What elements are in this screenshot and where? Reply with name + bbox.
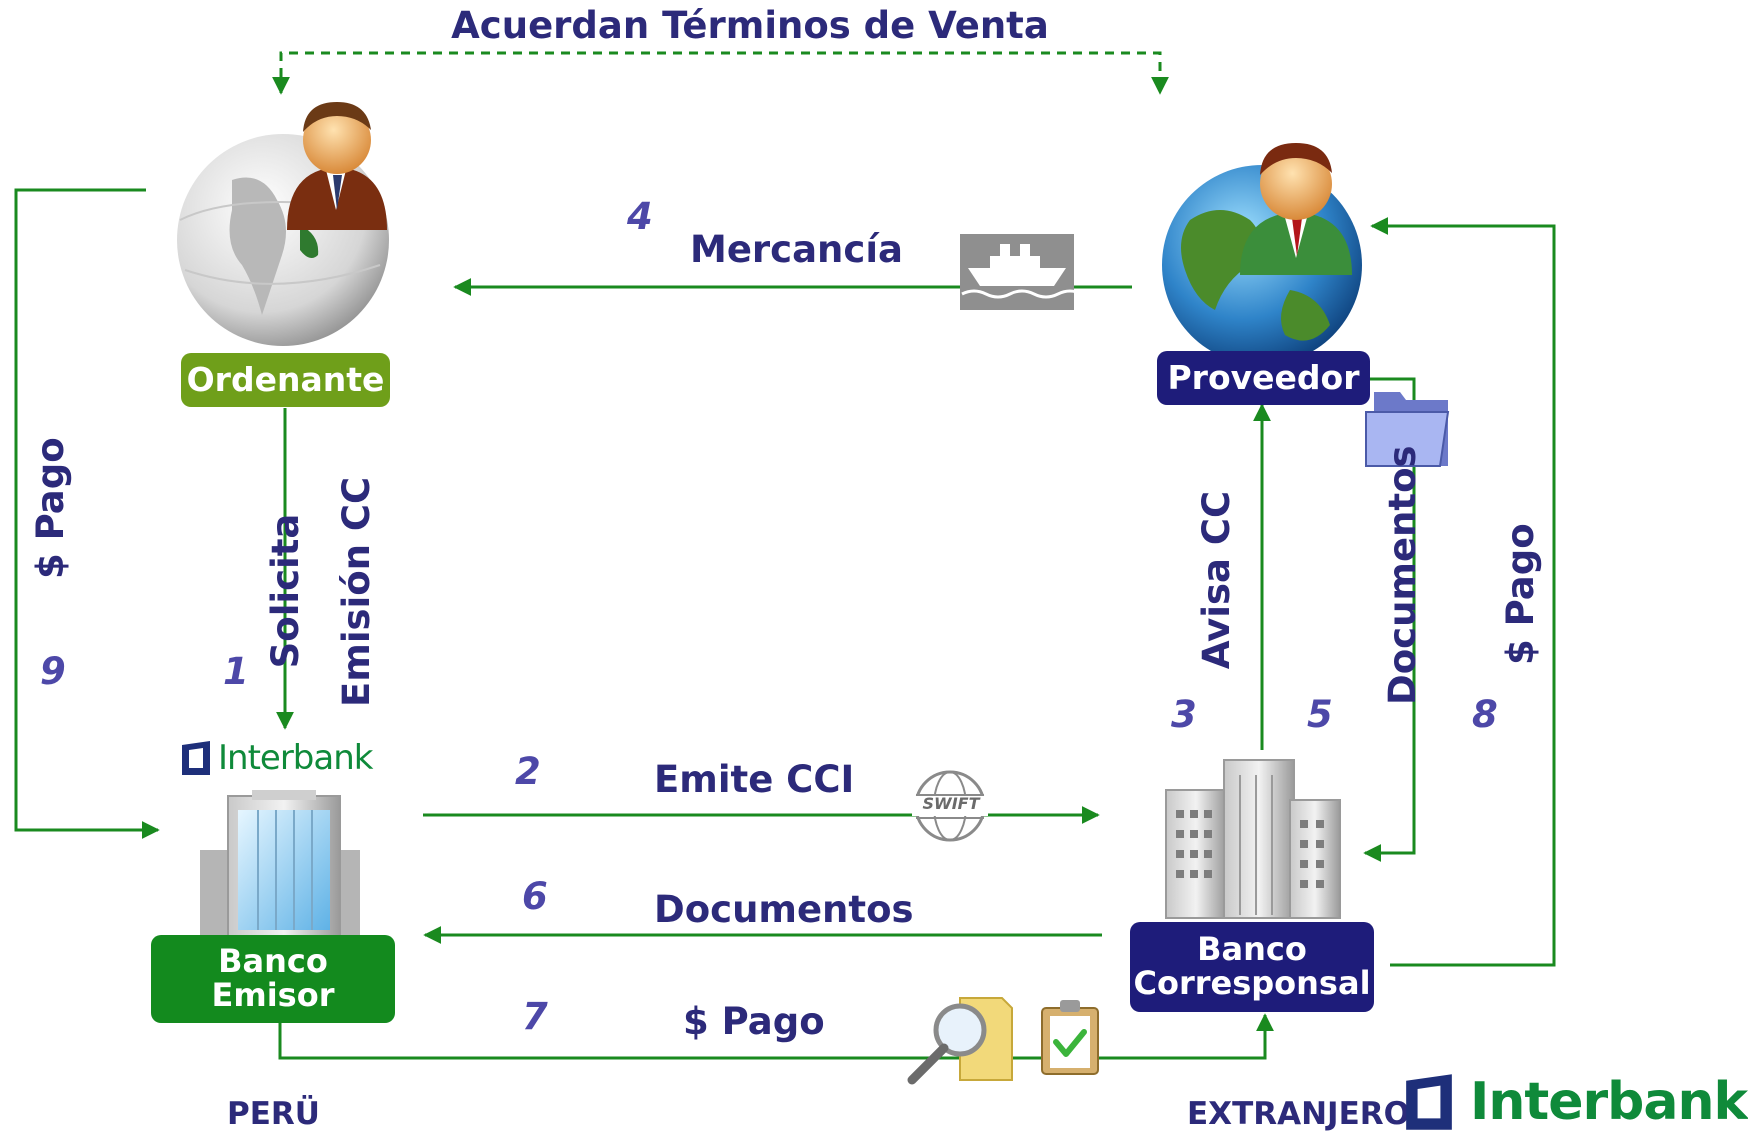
interbank-logo-large: Interbank bbox=[1398, 1071, 1748, 1133]
step4-number: 4 bbox=[627, 195, 653, 238]
arrow-step5 bbox=[1363, 377, 1416, 862]
region-right: EXTRANJERO bbox=[1187, 1096, 1410, 1132]
arrow-step8 bbox=[1370, 217, 1556, 967]
arrow-step9 bbox=[14, 188, 160, 839]
step9-label: $ Pago bbox=[29, 437, 72, 579]
step6-label: Documentos bbox=[654, 888, 914, 931]
proveedor-person-icon bbox=[1240, 143, 1352, 275]
magnifier-document-icon bbox=[907, 997, 1013, 1085]
step3-label: Avisa CC bbox=[1195, 490, 1238, 670]
arrow-step7 bbox=[278, 1013, 1274, 1060]
step9-number: 9 bbox=[40, 650, 66, 693]
diagram-title: Acuerdan Términos de Venta bbox=[451, 4, 1049, 47]
step6-number: 6 bbox=[522, 875, 548, 918]
ship-icon bbox=[960, 234, 1083, 310]
step7-label: $ Pago bbox=[683, 1000, 825, 1043]
swift-text: SWIFT bbox=[922, 794, 980, 813]
step5-number: 5 bbox=[1307, 693, 1333, 736]
step1-number: 1 bbox=[223, 650, 249, 693]
banco-corresponsal-building-icon bbox=[1165, 759, 1341, 919]
region-left: PERÜ bbox=[227, 1096, 320, 1132]
interbank-logo-small: Interbank bbox=[180, 738, 373, 778]
step2-label: Emite CCI bbox=[654, 758, 855, 801]
proveedor-label: Proveedor bbox=[1157, 351, 1370, 405]
swift-icon bbox=[912, 770, 988, 842]
step8-label: $ Pago bbox=[1499, 523, 1542, 665]
step3-number: 3 bbox=[1171, 693, 1197, 736]
step2-number: 2 bbox=[515, 750, 541, 793]
interbank-mark-large-icon bbox=[1406, 1074, 1452, 1130]
folder-icon bbox=[1365, 392, 1450, 467]
ordenante-label: Ordenante bbox=[181, 353, 390, 407]
step1-label-line2: Emisión CC bbox=[335, 476, 378, 707]
checklist-clipboard-icon bbox=[1041, 1000, 1099, 1075]
terms-dashed-arrow bbox=[272, 51, 1169, 95]
banco-emisor-building-icon bbox=[200, 790, 360, 941]
interbank-mark-small-icon bbox=[182, 741, 210, 775]
step4-label: Mercancía bbox=[690, 228, 903, 271]
step8-number: 8 bbox=[1472, 693, 1498, 736]
ordenante-person-icon bbox=[287, 102, 387, 230]
step5-label: Documentos bbox=[1381, 445, 1424, 705]
interbank-wordmark-large: Interbank bbox=[1470, 1072, 1748, 1132]
banco-corresponsal-label: Banco Corresponsal bbox=[1130, 922, 1374, 1012]
step7-number: 7 bbox=[522, 995, 548, 1038]
interbank-wordmark-small: Interbank bbox=[218, 738, 373, 778]
step1-label-line1: Solicita bbox=[264, 513, 307, 669]
banco-emisor-label: Banco Emisor bbox=[151, 935, 395, 1023]
